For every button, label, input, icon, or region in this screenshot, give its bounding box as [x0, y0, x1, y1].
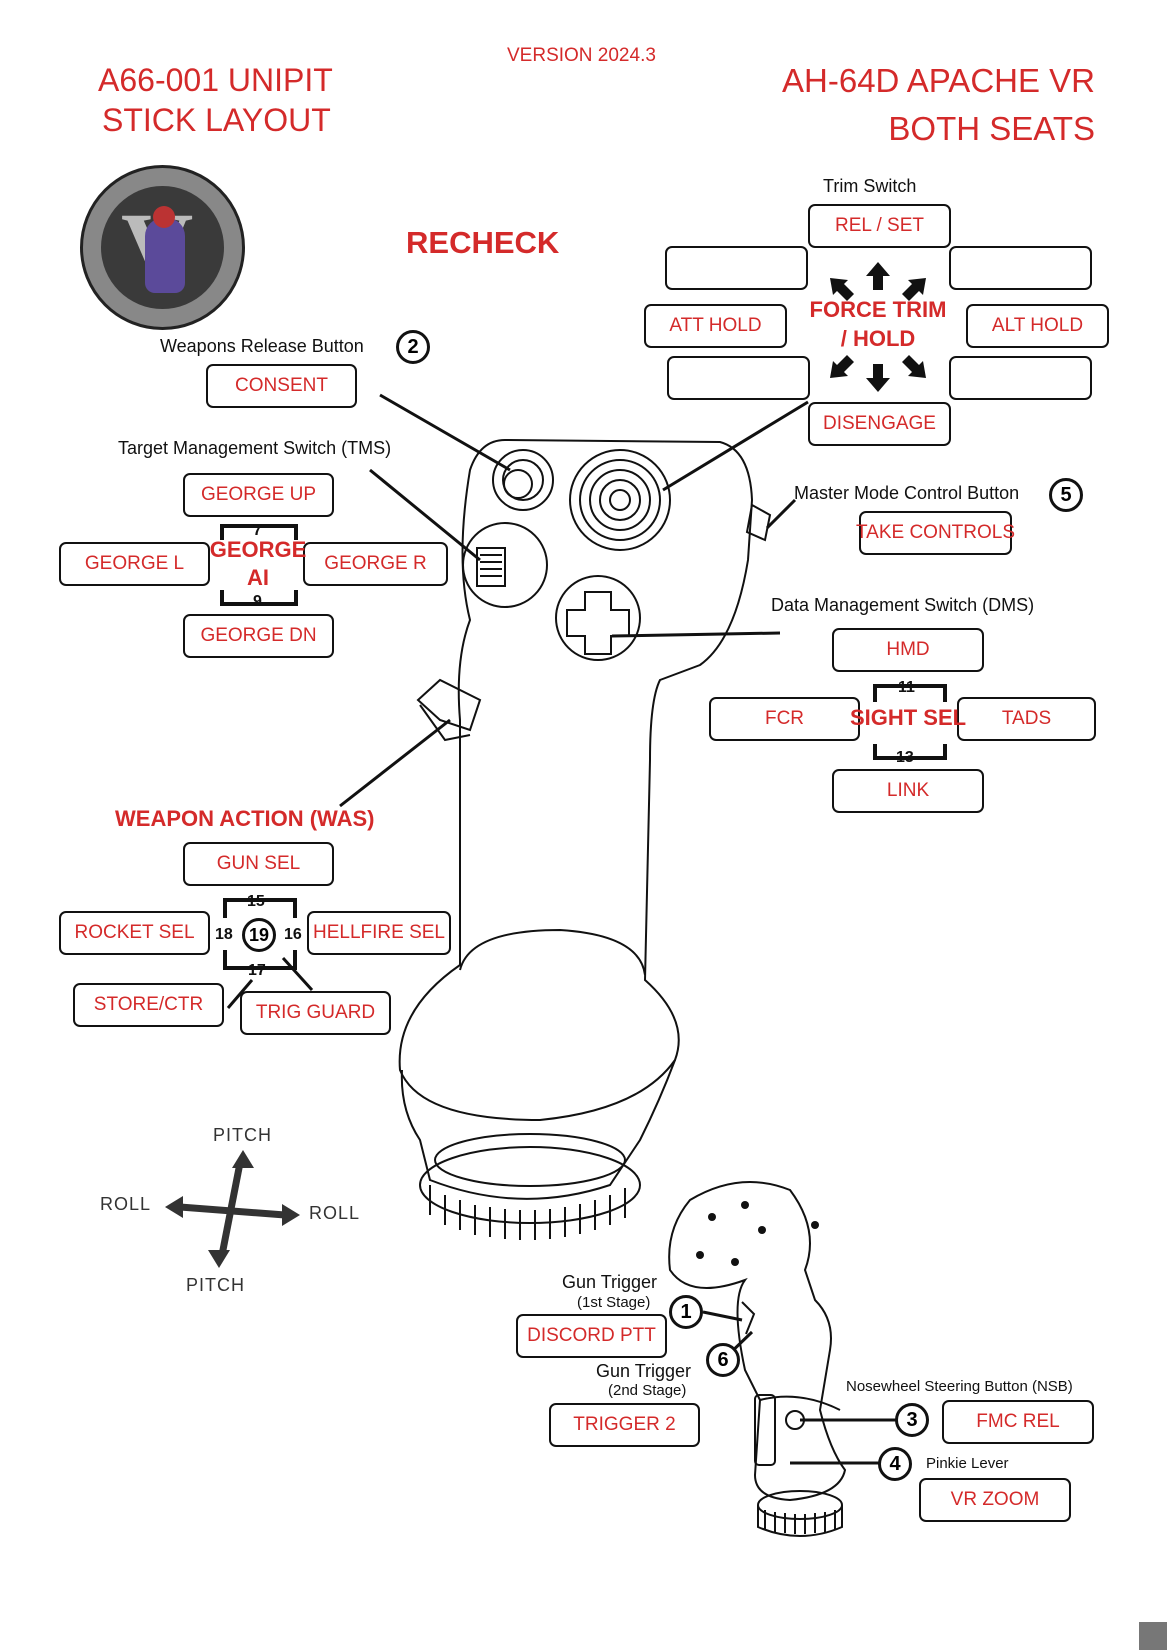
pinkie-number: 4 — [878, 1447, 912, 1481]
was-up-action: GUN SEL — [183, 842, 334, 886]
was-down-number: 17 — [248, 962, 266, 979]
was-up-number: 15 — [247, 893, 265, 910]
dms-down-action: LINK — [832, 769, 984, 813]
version-label: VERSION 2024.3 — [507, 45, 656, 66]
trim-downleft-action — [667, 356, 810, 400]
gun-trigger-1-label: Gun Trigger — [562, 1272, 658, 1292]
dms-up-number: 11 — [898, 679, 915, 696]
tms-right-action: GEORGE R — [303, 542, 448, 586]
dms-down-number: 13 — [896, 749, 914, 766]
gun-trigger-1-number: 1 — [669, 1295, 703, 1329]
nsb-number: 3 — [895, 1403, 929, 1437]
trim-downright-action — [949, 356, 1092, 400]
trim-left-action: ATT HOLD — [644, 304, 787, 348]
trim-switch-label: Trim Switch — [823, 176, 917, 196]
squadron-logo: V — [80, 165, 245, 330]
recheck-label: RECHECK — [406, 225, 560, 260]
gun-trigger-2-action: TRIGGER 2 — [549, 1403, 700, 1447]
trim-down-action: DISENGAGE — [808, 402, 951, 446]
axis-roll-right-label: ROLL — [309, 1203, 361, 1223]
logo-head — [153, 206, 175, 228]
nsb-action: FMC REL — [942, 1400, 1094, 1444]
was-left-action: ROCKET SEL — [59, 911, 210, 955]
axis-roll-left-label: ROLL — [100, 1194, 152, 1214]
tms-label: Target Management Switch (TMS) — [118, 438, 392, 458]
weapons-release-label: Weapons Release Button — [160, 336, 364, 356]
gun-trigger-2-number: 6 — [706, 1343, 740, 1377]
logo-figure — [145, 218, 185, 293]
tms-left-action: GEORGE L — [59, 542, 210, 586]
weapons-release-action: CONSENT — [206, 364, 357, 408]
left-title-line-2: STICK LAYOUT — [102, 102, 331, 138]
master-mode-action: TAKE CONTROLS — [856, 511, 1015, 555]
axis-pitch-down-label: PITCH — [186, 1275, 245, 1295]
was-downleft-action: STORE/CTR — [73, 983, 224, 1027]
was-right-action: HELLFIRE SEL — [307, 911, 451, 955]
was-label: WEAPON ACTION (WAS) — [115, 806, 375, 831]
was-center-number: 19 — [242, 918, 276, 952]
dms-center-label: SIGHT SEL — [849, 705, 967, 730]
nsb-label: Nosewheel Steering Button (NSB) — [846, 1378, 1073, 1395]
gun-trigger-1-action: DISCORD PTT — [516, 1314, 667, 1358]
tms-center-line-2: AI — [247, 565, 269, 590]
dms-left-action: FCR — [709, 697, 860, 741]
trim-right-action: ALT HOLD — [966, 304, 1109, 348]
tms-center-line-1: GEORGE — [209, 537, 307, 562]
was-downright-action: TRIG GUARD — [240, 991, 391, 1035]
dms-right-action: TADS — [957, 697, 1096, 741]
was-left-number: 18 — [215, 926, 233, 943]
trim-center-line-2: / HOLD — [840, 326, 916, 351]
pinkie-label: Pinkie Lever — [926, 1455, 1009, 1472]
trim-center-line-1: FORCE TRIM — [809, 297, 947, 322]
pinkie-action: VR ZOOM — [919, 1478, 1071, 1522]
tms-up-number: 7 — [253, 522, 262, 539]
trim-upright-action — [949, 246, 1092, 290]
left-title-line-1: A66-001 UNIPIT — [98, 62, 333, 98]
trim-upleft-action — [665, 246, 808, 290]
dms-up-action: HMD — [832, 628, 984, 672]
trim-up-action: REL / SET — [808, 204, 951, 248]
tms-down-number: 9 — [253, 593, 262, 610]
master-mode-number: 5 — [1049, 478, 1083, 512]
tms-down-action: GEORGE DN — [183, 614, 334, 658]
gun-trigger-2-sublabel: (2nd Stage) — [608, 1382, 687, 1399]
right-title-line-1: AH-64D APACHE VR — [782, 62, 1095, 99]
right-title-line-2: BOTH SEATS — [888, 110, 1095, 147]
tms-up-action: GEORGE UP — [183, 473, 334, 517]
gun-trigger-1-sublabel: (1st Stage) — [577, 1294, 651, 1311]
axis-pitch-up-label: PITCH — [213, 1125, 272, 1145]
dms-label: Data Management Switch (DMS) — [771, 595, 1035, 615]
gun-trigger-2-label: Gun Trigger — [596, 1361, 692, 1381]
weapons-release-number: 2 — [396, 330, 430, 364]
was-right-number: 16 — [284, 926, 302, 943]
master-mode-label: Master Mode Control Button — [794, 483, 1020, 503]
